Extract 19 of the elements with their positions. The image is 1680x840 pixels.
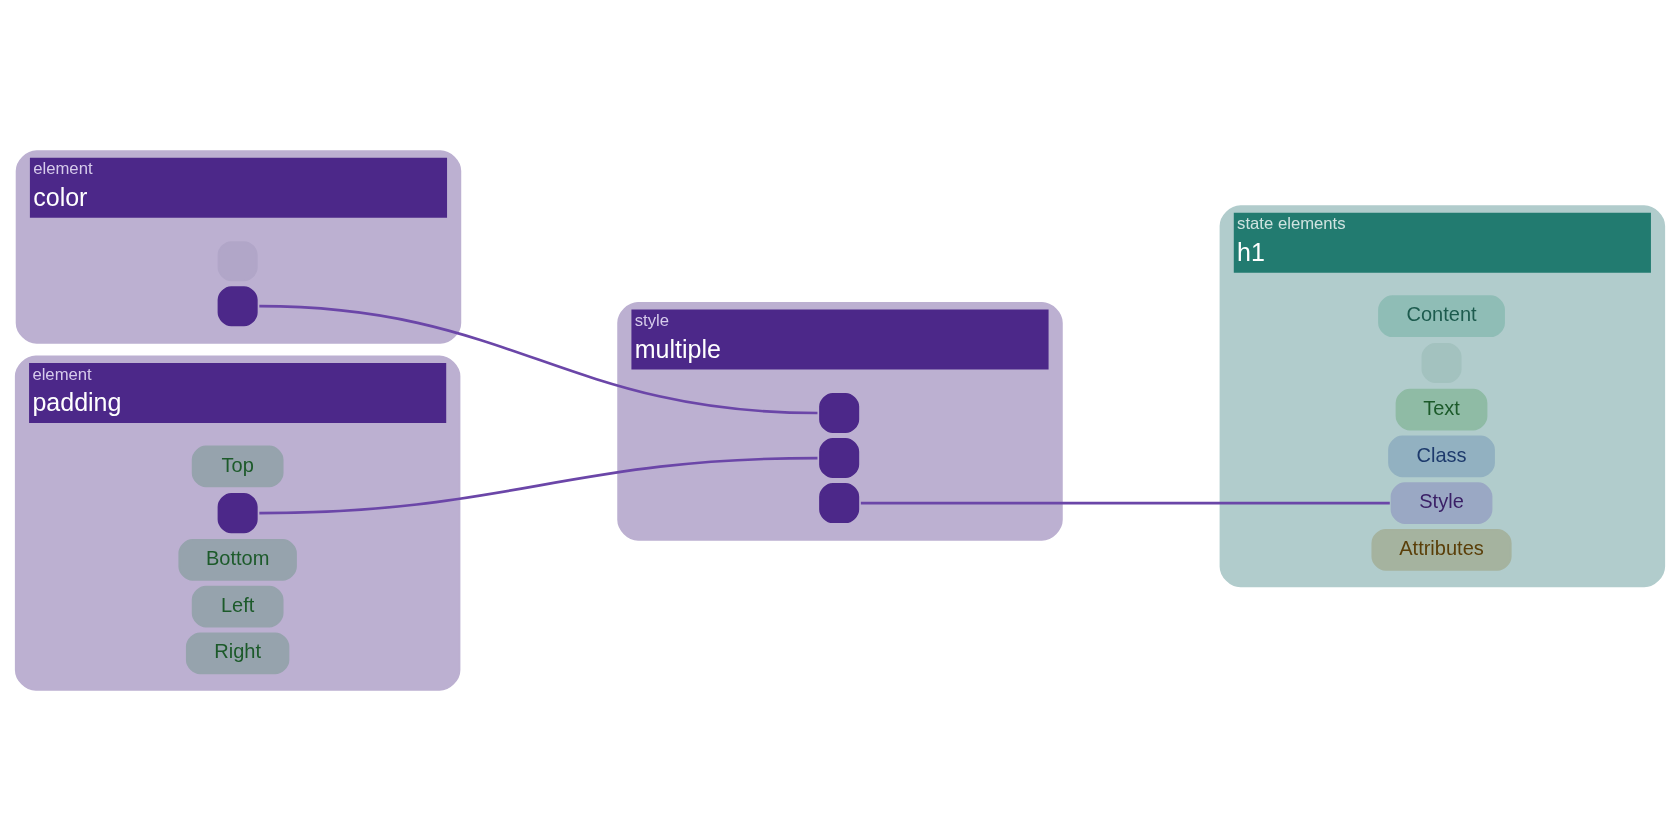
connector <box>259 456 818 514</box>
node-box: Bottom <box>178 538 297 581</box>
cluster: element color <box>15 149 462 344</box>
node-box: Text <box>1395 388 1488 430</box>
node-box: Right <box>185 631 290 674</box>
node-box: Content <box>1378 294 1505 337</box>
cluster: style multiple <box>617 301 1063 541</box>
node-box: Top <box>191 445 284 487</box>
node-box <box>819 482 860 523</box>
node-box <box>217 285 258 326</box>
node-box: Class <box>1388 435 1495 477</box>
node-box: Attributes <box>1371 528 1512 571</box>
node-box: Left <box>191 585 284 627</box>
node-box: Style <box>1390 481 1493 524</box>
node-box <box>217 492 258 533</box>
connector <box>259 304 818 414</box>
node-box <box>819 437 860 478</box>
node-box <box>819 392 860 433</box>
connector <box>860 501 1390 504</box>
